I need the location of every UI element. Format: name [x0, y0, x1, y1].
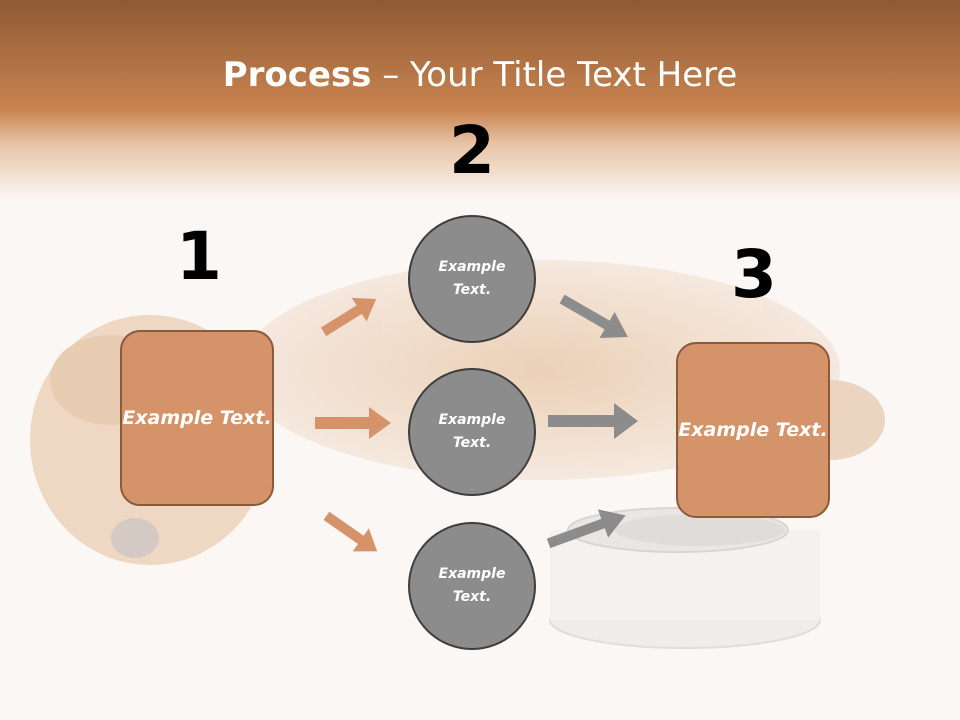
step-2-circle-middle[interactable]: Example Text. — [408, 368, 536, 496]
circle-bottom-text: Example Text. — [438, 566, 506, 605]
step-1-box[interactable]: Example Text. — [120, 330, 274, 506]
step-2-circle-top[interactable]: Example Text. — [408, 215, 536, 343]
title-rest: – Your Title Text Here — [371, 55, 738, 95]
circle-middle-text: Example Text. — [438, 412, 506, 451]
circle-top-text: Example Text. — [438, 259, 506, 298]
step-3-box[interactable]: Example Text. — [676, 342, 830, 518]
slide-title: Process – Your Title Text Here — [0, 52, 960, 98]
step-2-circle-bottom[interactable]: Example Text. — [408, 522, 536, 650]
bowl-photo — [549, 507, 821, 649]
step-number-2: 2 — [449, 112, 495, 189]
step-3-text: Example Text. — [678, 418, 828, 441]
step-number-3: 3 — [731, 236, 777, 313]
title-bold: Process — [222, 55, 372, 95]
step-number-1: 1 — [176, 218, 222, 295]
step-1-text: Example Text. — [122, 406, 272, 429]
